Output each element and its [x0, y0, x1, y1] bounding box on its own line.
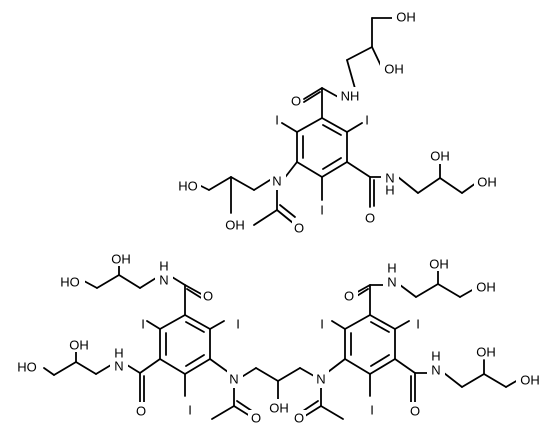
- oh-label: OH: [225, 218, 245, 233]
- hn-label: N: [387, 275, 396, 290]
- ho-label: HO: [17, 360, 37, 375]
- top-amide-chain-right: [346, 161, 477, 208]
- oh-label: OH: [476, 345, 496, 360]
- bottom-bridge-chain: [209, 358, 346, 420]
- iodine-label: I: [275, 113, 279, 128]
- hn-label: H: [431, 349, 440, 364]
- oxygen-label: O: [365, 211, 375, 226]
- oh-label: OH: [69, 338, 89, 353]
- oxygen-label: O: [344, 289, 354, 304]
- oh-label: OH: [430, 149, 450, 164]
- oh-label: OH: [429, 257, 449, 272]
- hn-label: N: [159, 273, 168, 288]
- hn-label: H: [159, 259, 168, 274]
- top-amide-chain-upper: [303, 17, 394, 119]
- top-n-acetyl-chain: [200, 161, 298, 226]
- oh-label: OH: [476, 280, 496, 295]
- oh-label: OH: [269, 401, 289, 416]
- top-benzene-ring: [296, 117, 348, 178]
- nh-label: N: [385, 171, 394, 186]
- iodine-label: I: [416, 317, 420, 332]
- iodine-label: I: [188, 403, 192, 418]
- iodine-label: I: [365, 113, 369, 128]
- oh-label: OH: [384, 62, 404, 77]
- bottom-right-upper-amide: [351, 269, 475, 316]
- ho-label: HO: [60, 275, 80, 290]
- ho-label: HO: [178, 179, 198, 194]
- bottom-right-lower-amide: [394, 358, 519, 404]
- nitrogen-label: N: [272, 174, 281, 189]
- oxygen-label: O: [294, 411, 304, 426]
- nh-label: NH: [341, 89, 360, 104]
- oxygen-label: O: [251, 411, 261, 426]
- oxygen-label: O: [136, 404, 146, 419]
- iodine-label: I: [320, 317, 324, 332]
- iodine-label: I: [370, 403, 374, 418]
- iodine-label: I: [320, 203, 324, 218]
- oxygen-label: O: [294, 221, 304, 236]
- oxygen-label: O: [410, 404, 420, 419]
- top-molecule: OH OH NH O I I N N H OH OH HO OH I O O: [175, 9, 498, 236]
- oh-label: OH: [111, 252, 131, 267]
- bottom-left-lower-amide: [43, 347, 161, 404]
- oh-label: OH: [477, 175, 497, 190]
- bottom-right-benzene-ring: [344, 314, 396, 375]
- hn-label: N: [114, 359, 123, 374]
- oh-label: OH: [396, 10, 416, 25]
- nh-label: H: [385, 183, 394, 198]
- oxygen-label: O: [203, 289, 213, 304]
- bottom-left-upper-amide: [83, 261, 204, 316]
- bottom-left-benzene-ring: [159, 314, 211, 375]
- oh-label: OH: [520, 373, 540, 388]
- oxygen-label: O: [291, 94, 301, 109]
- nitrogen-label: N: [316, 372, 325, 387]
- hn-label: H: [114, 346, 123, 361]
- iodine-label: I: [236, 317, 240, 332]
- nitrogen-label: N: [229, 372, 238, 387]
- iodine-label: I: [141, 317, 145, 332]
- hn-label: N: [431, 363, 440, 378]
- hn-label: H: [387, 261, 396, 276]
- bottom-molecule: OH HO H N O I I OH HO H N I O N OH N O O…: [14, 250, 542, 426]
